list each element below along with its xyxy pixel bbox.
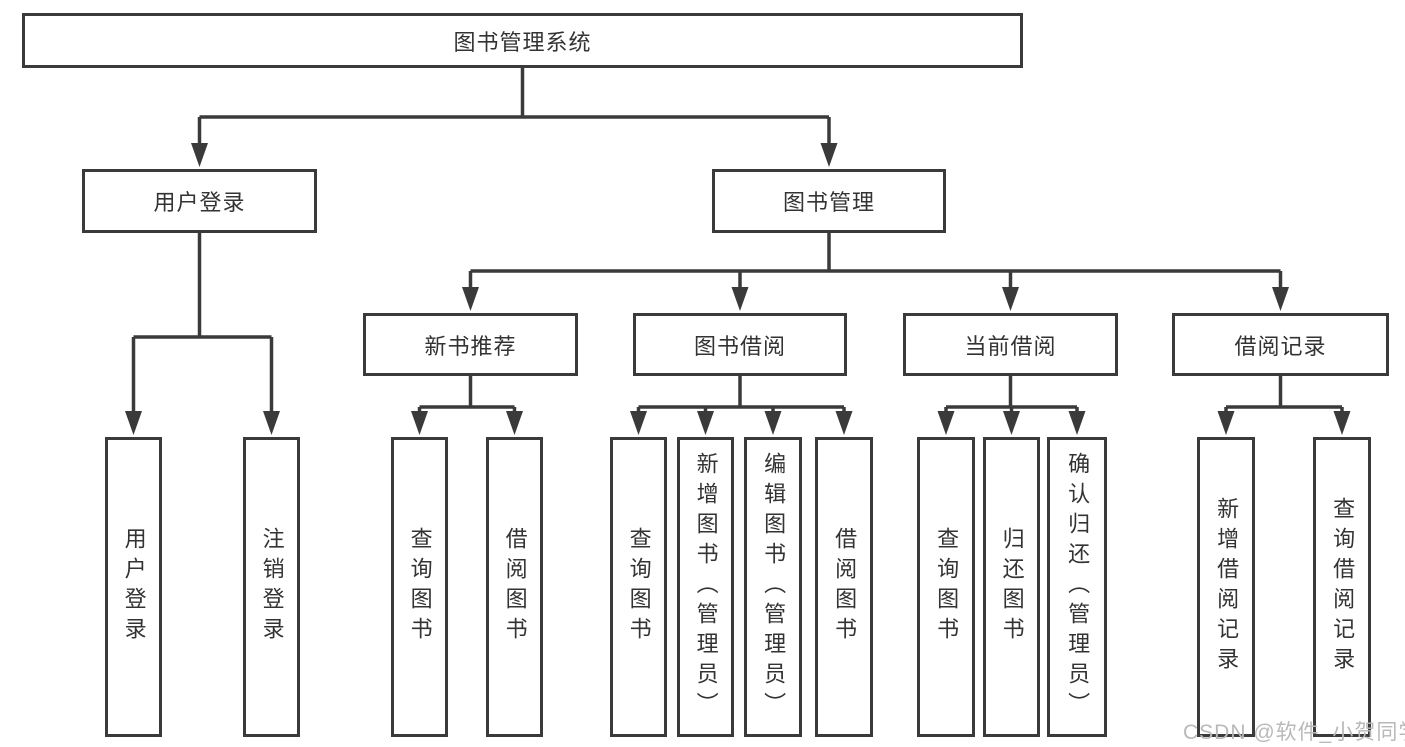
leaf-return-books: 归还图书 [983,437,1040,737]
watermark: CSDN @软件_小贺同学 [1183,721,1405,744]
node-library-system-label: 图书管理系统 [453,29,592,55]
leaf-query-books-recommend: 查询图书 [391,437,448,737]
arrowhead-icon [1002,287,1019,311]
leaf-query-borrow-record: 查询借阅记录 [1313,437,1371,737]
leaf-logout: 注销登录 [243,437,300,737]
arrowhead-icon [1068,411,1086,435]
arrowhead-icon [764,411,782,435]
arrowhead-icon [820,143,838,167]
leaf-user-login: 用户登录 [105,437,162,737]
node-new-book-recommendation: 新书推荐 [363,313,578,376]
node-borrowing-records-label: 借阅记录 [1234,333,1327,359]
node-current-borrowing: 当前借阅 [903,313,1118,376]
leaf-query-borrow-record-label: 查询借阅记录 [1330,497,1356,677]
arrowhead-icon [462,287,479,311]
arrowhead-icon [1272,287,1289,311]
arrowhead-icon [835,411,853,435]
arrowhead-icon [411,411,428,435]
leaf-add-books-admin-label: 新增图书（管理员） [693,452,719,722]
leaf-add-books-admin: 新增图书（管理员） [677,437,734,737]
node-book-borrowing: 图书借阅 [633,313,847,376]
leaf-add-borrow-record-label: 新增借阅记录 [1214,497,1240,677]
leaf-confirm-return-admin: 确认归还（管理员） [1047,437,1107,737]
node-user-login-label: 用户登录 [153,190,246,215]
arrowhead-icon [731,287,749,311]
arrowhead-icon [630,411,647,435]
leaf-borrow-books-label: 借阅图书 [832,527,858,647]
node-borrowing-records: 借阅记录 [1172,313,1389,376]
leaf-borrow-books: 借阅图书 [815,437,873,737]
leaf-add-borrow-record: 新增借阅记录 [1197,437,1255,737]
node-new-book-recommendation-label: 新书推荐 [424,333,517,359]
leaf-query-books-borrowing-label: 查询图书 [626,527,652,647]
arrowhead-icon [506,411,523,435]
node-user-login: 用户登录 [82,169,317,233]
leaf-user-login-label: 用户登录 [121,527,147,647]
arrowhead-icon [125,411,142,435]
arrowhead-icon [1217,411,1235,435]
leaf-logout-label: 注销登录 [259,527,285,647]
arrowhead-icon [191,143,208,167]
leaf-query-books-borrowing: 查询图书 [610,437,667,737]
arrowhead-icon [1003,411,1020,435]
leaf-query-books-recommend-label: 查询图书 [407,527,433,647]
leaf-edit-books-admin-label: 编辑图书（管理员） [761,452,787,722]
leaf-confirm-return-admin-label: 确认归还（管理员） [1065,452,1091,722]
arrowhead-icon [1333,411,1351,435]
leaf-return-books-label: 归还图书 [999,527,1025,647]
leaf-query-books-current: 查询图书 [917,437,975,737]
node-library-system: 图书管理系统 [22,13,1023,68]
node-book-management: 图书管理 [712,169,946,233]
leaf-query-books-current-label: 查询图书 [934,527,960,647]
arrowhead-icon [937,411,955,435]
node-book-borrowing-label: 图书借阅 [693,333,786,359]
leaf-edit-books-admin: 编辑图书（管理员） [744,437,802,737]
node-book-management-label: 图书管理 [782,190,875,215]
leaf-borrow-books-recommend: 借阅图书 [486,437,543,737]
node-current-borrowing-label: 当前借阅 [964,333,1057,359]
arrowhead-icon [697,411,714,435]
leaf-borrow-books-recommend-label: 借阅图书 [502,527,528,647]
arrowhead-icon [263,411,280,435]
